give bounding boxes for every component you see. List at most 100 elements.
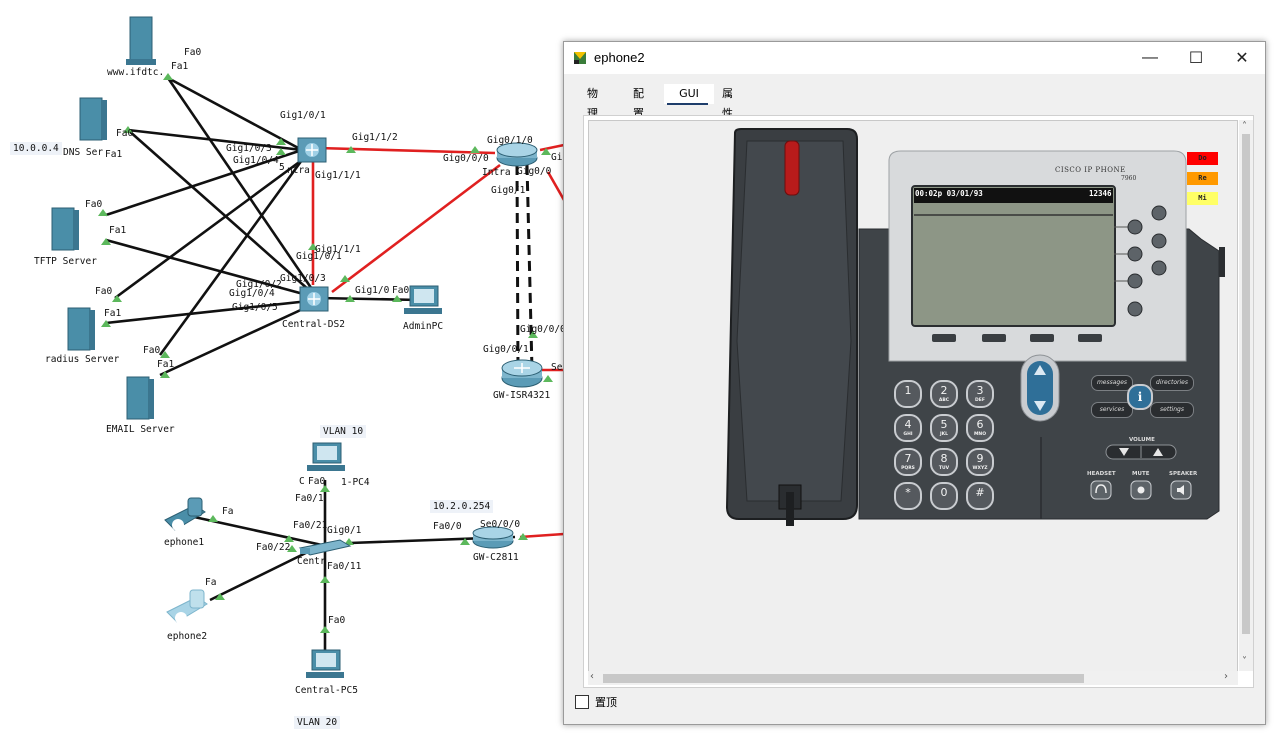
scroll-down-icon[interactable]: ˅ (1242, 656, 1247, 667)
keypad-key-letters: ABC (938, 398, 950, 403)
adminpc-icon[interactable] (404, 285, 442, 314)
keypad-key[interactable]: 1 (894, 380, 922, 408)
handset[interactable] (725, 128, 858, 526)
tab-gui[interactable]: GUI (664, 84, 714, 104)
vertical-scroll-thumb[interactable] (1242, 134, 1250, 634)
tab-attributes[interactable]: 属性 (722, 87, 733, 120)
gw-c2811-router-icon[interactable] (472, 526, 514, 549)
headset-label: HEADSET (1087, 471, 1116, 477)
server-tftp-icon[interactable] (51, 207, 79, 251)
keypad-key[interactable]: 0 (930, 482, 958, 510)
scroll-up-icon[interactable]: ˄ (1242, 121, 1247, 132)
side-button-do[interactable]: Do (1187, 152, 1218, 165)
mute-label: MUTE (1132, 471, 1150, 477)
keypad-key-letters: DEF (975, 398, 985, 403)
core-switch-icon[interactable] (297, 137, 327, 163)
ds2-label: Central-DS2 (282, 319, 345, 330)
port-label: Gig1/0/1 (296, 251, 342, 262)
keypad-key-number: 0 (940, 486, 948, 499)
intra-router-icon[interactable] (496, 142, 538, 167)
messages-button[interactable]: messages (1091, 375, 1133, 391)
gui-panel: 00:02p 03/01/93 12346 CISCO IP PHONE 796… (583, 115, 1254, 688)
minimize-button[interactable]: — (1142, 49, 1158, 66)
port-label: Gig0/1 (491, 185, 526, 196)
keypad-key[interactable]: * (894, 482, 922, 510)
keypad-key-number: 1 (904, 384, 912, 397)
keypad-key-letters: MNO (973, 432, 987, 437)
port-indicators (98, 73, 553, 633)
lcd-header (914, 188, 1113, 203)
headset-icon[interactable] (1090, 480, 1112, 500)
ephone2-icon[interactable] (166, 589, 208, 624)
horizontal-scrollbar[interactable]: ‹ › (588, 671, 1238, 685)
port-label: Gig1/0 (355, 285, 390, 296)
pc4-icon[interactable] (307, 442, 345, 471)
keypad-key[interactable]: # (966, 482, 994, 510)
ds2-switch-icon[interactable] (299, 286, 329, 312)
ephone1-icon[interactable] (164, 497, 206, 531)
services-button[interactable]: services (1091, 402, 1133, 418)
pc5-icon[interactable] (306, 649, 344, 678)
gw-c2811-ip-label: 10.2.0.254 (430, 500, 494, 513)
title-bar[interactable]: ephone2 — ☐ ✕ (564, 42, 1265, 74)
directories-button[interactable]: directories (1150, 375, 1194, 391)
server-www-icon[interactable] (126, 16, 156, 65)
ethernet-links (105, 76, 516, 660)
info-button[interactable]: i (1127, 384, 1153, 410)
central-switch-icon[interactable] (298, 539, 352, 556)
gw-c2811-label: GW-C2811 (473, 552, 519, 563)
speaker-label: SPEAKER (1169, 471, 1198, 477)
ephone2-window[interactable]: ephone2 — ☐ ✕ 物理 配置 GUI 属性 (563, 41, 1266, 725)
volume-rocker[interactable] (1105, 444, 1177, 460)
side-button-re[interactable]: Re (1187, 172, 1218, 185)
scroll-left-icon[interactable]: ‹ (590, 671, 594, 682)
gw-isr4321-router-icon[interactable] (501, 359, 543, 388)
scroll-right-icon[interactable]: › (1224, 671, 1228, 682)
gw-isr4321-label: GW-ISR4321 (493, 390, 551, 401)
intra-router-label: Intra (482, 167, 511, 178)
volume-down-icon[interactable] (1119, 448, 1129, 456)
core-switch-label: ntra (287, 165, 310, 176)
port-label: Fa0/22 (256, 542, 291, 553)
dashed-links (515, 164, 534, 371)
keypad-key-number: 4 (904, 418, 912, 431)
side-button-mi[interactable]: Mi (1187, 192, 1218, 205)
horizontal-scroll-thumb[interactable] (603, 674, 1084, 683)
central-switch-label: Centr (297, 556, 326, 567)
dns-server-label: DNS Ser (63, 147, 104, 158)
port-label: Gig1/0/4 (233, 155, 279, 166)
close-button[interactable]: ✕ (1235, 50, 1249, 67)
port-label: Fa0/21 (293, 520, 328, 531)
server-dns-icon[interactable] (79, 97, 107, 141)
line-buttons[interactable] (1114, 205, 1167, 317)
server-radius-icon[interactable] (67, 307, 95, 351)
vertical-scrollbar[interactable]: ˄ ˅ (1239, 120, 1253, 671)
phone-brand: CISCO IP PHONE (1055, 166, 1126, 174)
navigation-rocker[interactable] (1020, 354, 1060, 422)
settings-button[interactable]: settings (1150, 402, 1194, 418)
maximize-button[interactable]: ☐ (1188, 50, 1204, 67)
tab-config[interactable]: 配置 (633, 87, 644, 120)
pin-checkbox[interactable] (575, 695, 589, 709)
port-label: Gig (551, 152, 569, 163)
phone-model: 7960 (1121, 175, 1137, 182)
softkeys[interactable] (932, 334, 1102, 342)
server-email-icon[interactable] (126, 376, 154, 420)
port-label: Fa0 (85, 199, 103, 210)
phone-viewport: 00:02p 03/01/93 12346 CISCO IP PHONE 796… (588, 120, 1238, 673)
tab-physical[interactable]: 物理 (587, 87, 598, 120)
volume-up-icon[interactable] (1153, 448, 1163, 456)
port-label: Gig1/0/2 (236, 279, 282, 290)
port-label: Se (551, 362, 563, 373)
port-label: Fa (205, 577, 217, 588)
pin-on-top[interactable]: 置顶 (575, 694, 617, 710)
